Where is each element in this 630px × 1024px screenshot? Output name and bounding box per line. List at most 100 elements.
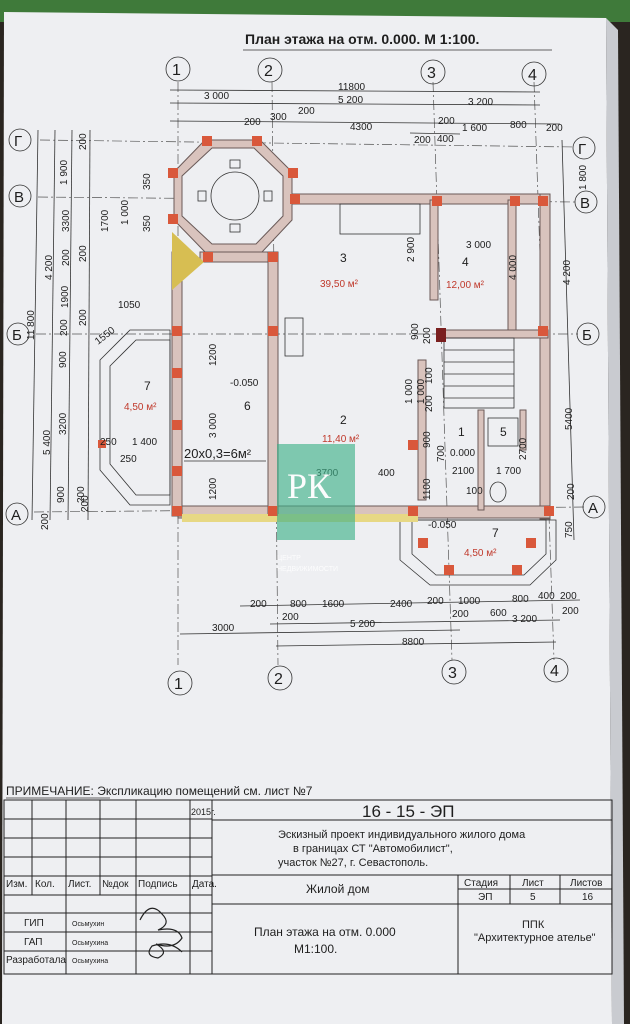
- role-label: Разработала: [6, 954, 66, 966]
- stage-header: Лист: [522, 878, 544, 889]
- svg-text:5 200: 5 200: [338, 95, 363, 106]
- svg-text:200: 200: [244, 117, 261, 128]
- room-area: 4,50 м²: [124, 402, 157, 413]
- svg-text:4 000: 4 000: [508, 255, 519, 280]
- svg-text:1 000: 1 000: [120, 200, 131, 225]
- paper-shadow: [606, 18, 624, 1024]
- stage-header: Стадия: [464, 878, 498, 889]
- axis-label: В: [14, 189, 24, 206]
- svg-text:200: 200: [438, 116, 455, 127]
- svg-text:400: 400: [437, 134, 454, 145]
- svg-text:200: 200: [78, 133, 89, 150]
- axis-label: 3: [448, 665, 457, 682]
- svg-text:2400: 2400: [390, 599, 413, 610]
- room-number: 3: [340, 251, 347, 265]
- svg-text:200: 200: [76, 486, 87, 503]
- axis-label: 4: [528, 67, 537, 84]
- svg-text:250: 250: [120, 454, 137, 465]
- person-name: Осьмухина: [72, 958, 108, 965]
- svg-text:1000: 1000: [458, 596, 481, 607]
- svg-text:1200: 1200: [208, 477, 219, 500]
- room-labels: 3 39,50 м² 4 12,00 м² 7 4,50 м² 6 2 11,4…: [124, 251, 507, 559]
- svg-text:800: 800: [290, 599, 307, 610]
- svg-text:3 000: 3 000: [204, 91, 229, 102]
- axis-label: 3: [427, 65, 436, 82]
- room-number: 7: [144, 379, 151, 393]
- svg-text:11800: 11800: [338, 82, 366, 93]
- room-number: 6: [244, 399, 251, 413]
- svg-text:200: 200: [61, 249, 72, 266]
- svg-text:800: 800: [510, 120, 527, 131]
- svg-text:2100: 2100: [452, 466, 475, 477]
- person-name: Осьмухин: [72, 921, 104, 928]
- room-area: 11,40 м²: [322, 434, 360, 445]
- svg-text:900: 900: [422, 431, 433, 448]
- stamp-header: Подпись: [138, 879, 178, 890]
- stage-value: ЭП: [478, 892, 492, 903]
- svg-text:3300: 3300: [61, 209, 72, 232]
- bottom-dimensions: 200 800 1600 2400 200 1000 800 400 200 2…: [179, 591, 581, 648]
- room-number: 5: [500, 425, 507, 439]
- plan-title: План этажа на отм. 0.000. М 1:100.: [245, 31, 479, 47]
- terrace-label: 20х0,3=6м²: [184, 446, 252, 461]
- svg-text:750: 750: [564, 521, 575, 538]
- title-block: 16 - 15 - ЭП 2015г. Эскизный проект инди…: [3, 799, 613, 975]
- svg-text:1 700: 1 700: [496, 466, 521, 477]
- svg-text:5 400: 5 400: [42, 430, 53, 455]
- svg-text:4300: 4300: [350, 122, 373, 133]
- axis-label: 2: [264, 63, 273, 80]
- axis-label: Г: [14, 133, 22, 150]
- project-line: в границах СТ "Автомобилист",: [293, 843, 453, 855]
- svg-text:350: 350: [142, 173, 153, 190]
- svg-text:200: 200: [566, 483, 577, 500]
- svg-text:400: 400: [378, 468, 395, 479]
- svg-text:200: 200: [424, 395, 435, 412]
- svg-text:900: 900: [58, 351, 69, 368]
- svg-text:РК: РК: [287, 466, 332, 506]
- level-mark: 0.000: [450, 448, 475, 459]
- svg-text:200: 200: [298, 106, 315, 117]
- org-name: ППК: [522, 919, 545, 931]
- room-area: 4,50 м²: [464, 548, 497, 559]
- note-text: ПРИМЕЧАНИЕ: Экспликацию помещений см. ли…: [6, 784, 313, 798]
- svg-text:4 200: 4 200: [44, 255, 55, 280]
- signature: [139, 907, 183, 959]
- svg-text:100: 100: [466, 486, 483, 497]
- level-mark: -0.050: [230, 378, 259, 389]
- svg-text:100: 100: [424, 367, 435, 384]
- project-line: участок №27, г. Севастополь.: [278, 857, 428, 869]
- person-name: Осьмухина: [72, 940, 108, 947]
- svg-text:200: 200: [250, 599, 267, 610]
- axis-markers-right: Г В Б А: [572, 136, 606, 519]
- stamp-year: 2015г.: [191, 807, 216, 817]
- svg-text:200: 200: [40, 513, 51, 530]
- svg-text:3000: 3000: [212, 623, 235, 634]
- svg-text:НЕДВИЖИМОСТИ: НЕДВИЖИМОСТИ: [277, 566, 338, 573]
- axis-label: Г: [578, 141, 586, 158]
- stage-header: Листов: [570, 878, 603, 889]
- axis-label: Б: [582, 327, 592, 344]
- svg-text:1100: 1100: [422, 478, 433, 500]
- top-dimensions: 11800 3 000 5 200 3 200 200 300 200 4300…: [169, 82, 563, 146]
- svg-text:200: 200: [414, 135, 431, 146]
- sheet-title: М1:100.: [294, 942, 337, 956]
- svg-text:700: 700: [436, 445, 447, 462]
- svg-text:250: 250: [100, 437, 117, 448]
- svg-text:1 900: 1 900: [59, 160, 70, 185]
- columns: [98, 136, 554, 575]
- svg-text:200: 200: [80, 495, 91, 512]
- stage-value: 16: [582, 892, 594, 903]
- axis-label: Б: [12, 327, 22, 344]
- svg-text:2 900: 2 900: [406, 237, 417, 262]
- right-dimensions: 1 800 4 200 5400 200 750: [561, 139, 589, 541]
- axis-markers-left: Г В Б А: [5, 128, 32, 526]
- axis-markers-bottom: 1 2 3 4: [167, 657, 569, 696]
- room-number: 4: [462, 255, 469, 269]
- svg-text:400: 400: [538, 591, 555, 602]
- svg-text:900: 900: [410, 323, 421, 340]
- svg-text:3 000: 3 000: [208, 413, 219, 438]
- svg-text:200: 200: [452, 609, 469, 620]
- role-label: ГАП: [24, 937, 43, 948]
- svg-text:300: 300: [270, 112, 287, 123]
- axis-label: А: [11, 507, 21, 524]
